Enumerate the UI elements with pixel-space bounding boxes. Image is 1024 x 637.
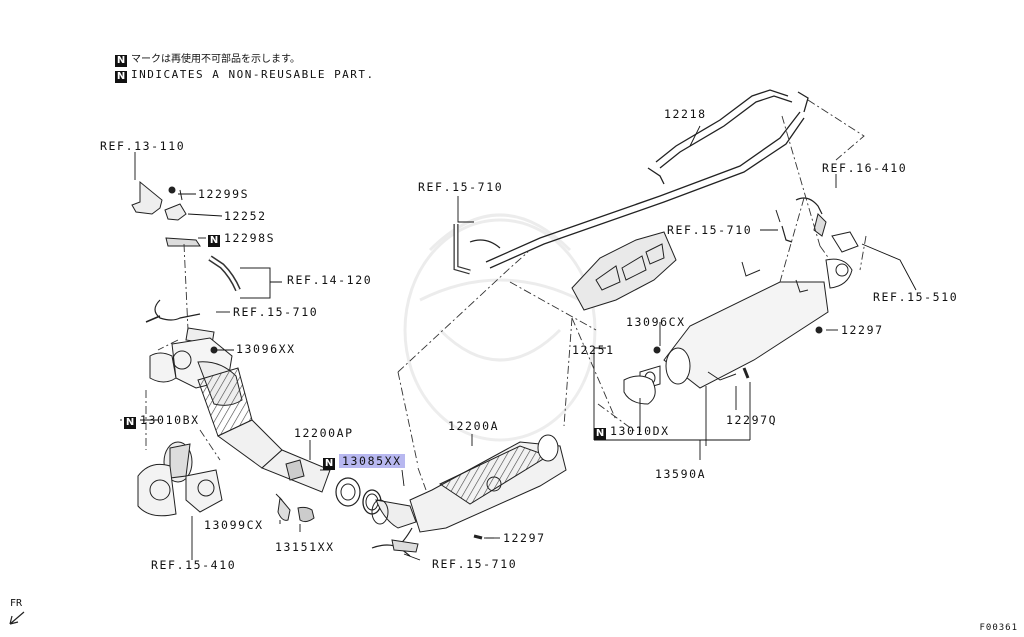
watermark [403, 213, 597, 442]
label-13096xx[interactable]: 13096XX [236, 342, 296, 356]
fr-arrow-icon [9, 611, 25, 625]
fr-label: FR [10, 598, 23, 609]
nonreusable-icon: N [594, 428, 606, 440]
label-ref-14-120[interactable]: REF.14-120 [287, 273, 373, 287]
dpf-13590a [623, 231, 859, 405]
label-ref-15-710-bottom[interactable]: REF.15-710 [432, 557, 518, 571]
label-ref-16-410[interactable]: REF.16-410 [822, 161, 908, 175]
label-12297q[interactable]: 12297Q [726, 413, 778, 427]
label-12297-lower[interactable]: 12297 [503, 531, 546, 545]
label-ref-15-710-right[interactable]: REF.15-710 [667, 223, 753, 237]
label-ref-15-710-center[interactable]: REF.15-710 [418, 180, 504, 194]
mid-catalyst [371, 434, 567, 557]
label-13096cx[interactable]: 13096CX [626, 315, 686, 329]
nonreusable-icon: N [124, 417, 136, 429]
label-12200ap[interactable]: 12200AP [294, 426, 354, 440]
label-ref-15-510[interactable]: REF.15-510 [873, 290, 959, 304]
label-12252[interactable]: 12252 [224, 209, 267, 223]
label-ref-13-110[interactable]: REF.13-110 [100, 139, 186, 153]
hose-12252 [208, 255, 241, 292]
label-13151xx[interactable]: 13151XX [275, 540, 335, 554]
figure-code: F00361 [979, 623, 1018, 633]
label-ref-15-410[interactable]: REF.15-410 [151, 558, 237, 572]
label-12299s[interactable]: 12299S [198, 187, 250, 201]
label-12200a[interactable]: 12200A [448, 419, 500, 433]
nonreusable-icon: N [323, 458, 335, 470]
label-13099cx[interactable]: 13099CX [204, 518, 264, 532]
label-12218[interactable]: 12218 [664, 107, 707, 121]
heat-shield [571, 231, 677, 311]
sensor-upper [131, 180, 201, 247]
label-ref-15-710-left[interactable]: REF.15-710 [233, 305, 319, 319]
label-12297-right[interactable]: 12297 [841, 323, 884, 337]
pipe-12218 [485, 89, 809, 269]
label-12251[interactable]: 12251 [572, 343, 615, 357]
nonreusable-icon: N [208, 235, 220, 247]
turbocharger [137, 441, 223, 517]
label-13590a[interactable]: 13590A [655, 467, 707, 481]
